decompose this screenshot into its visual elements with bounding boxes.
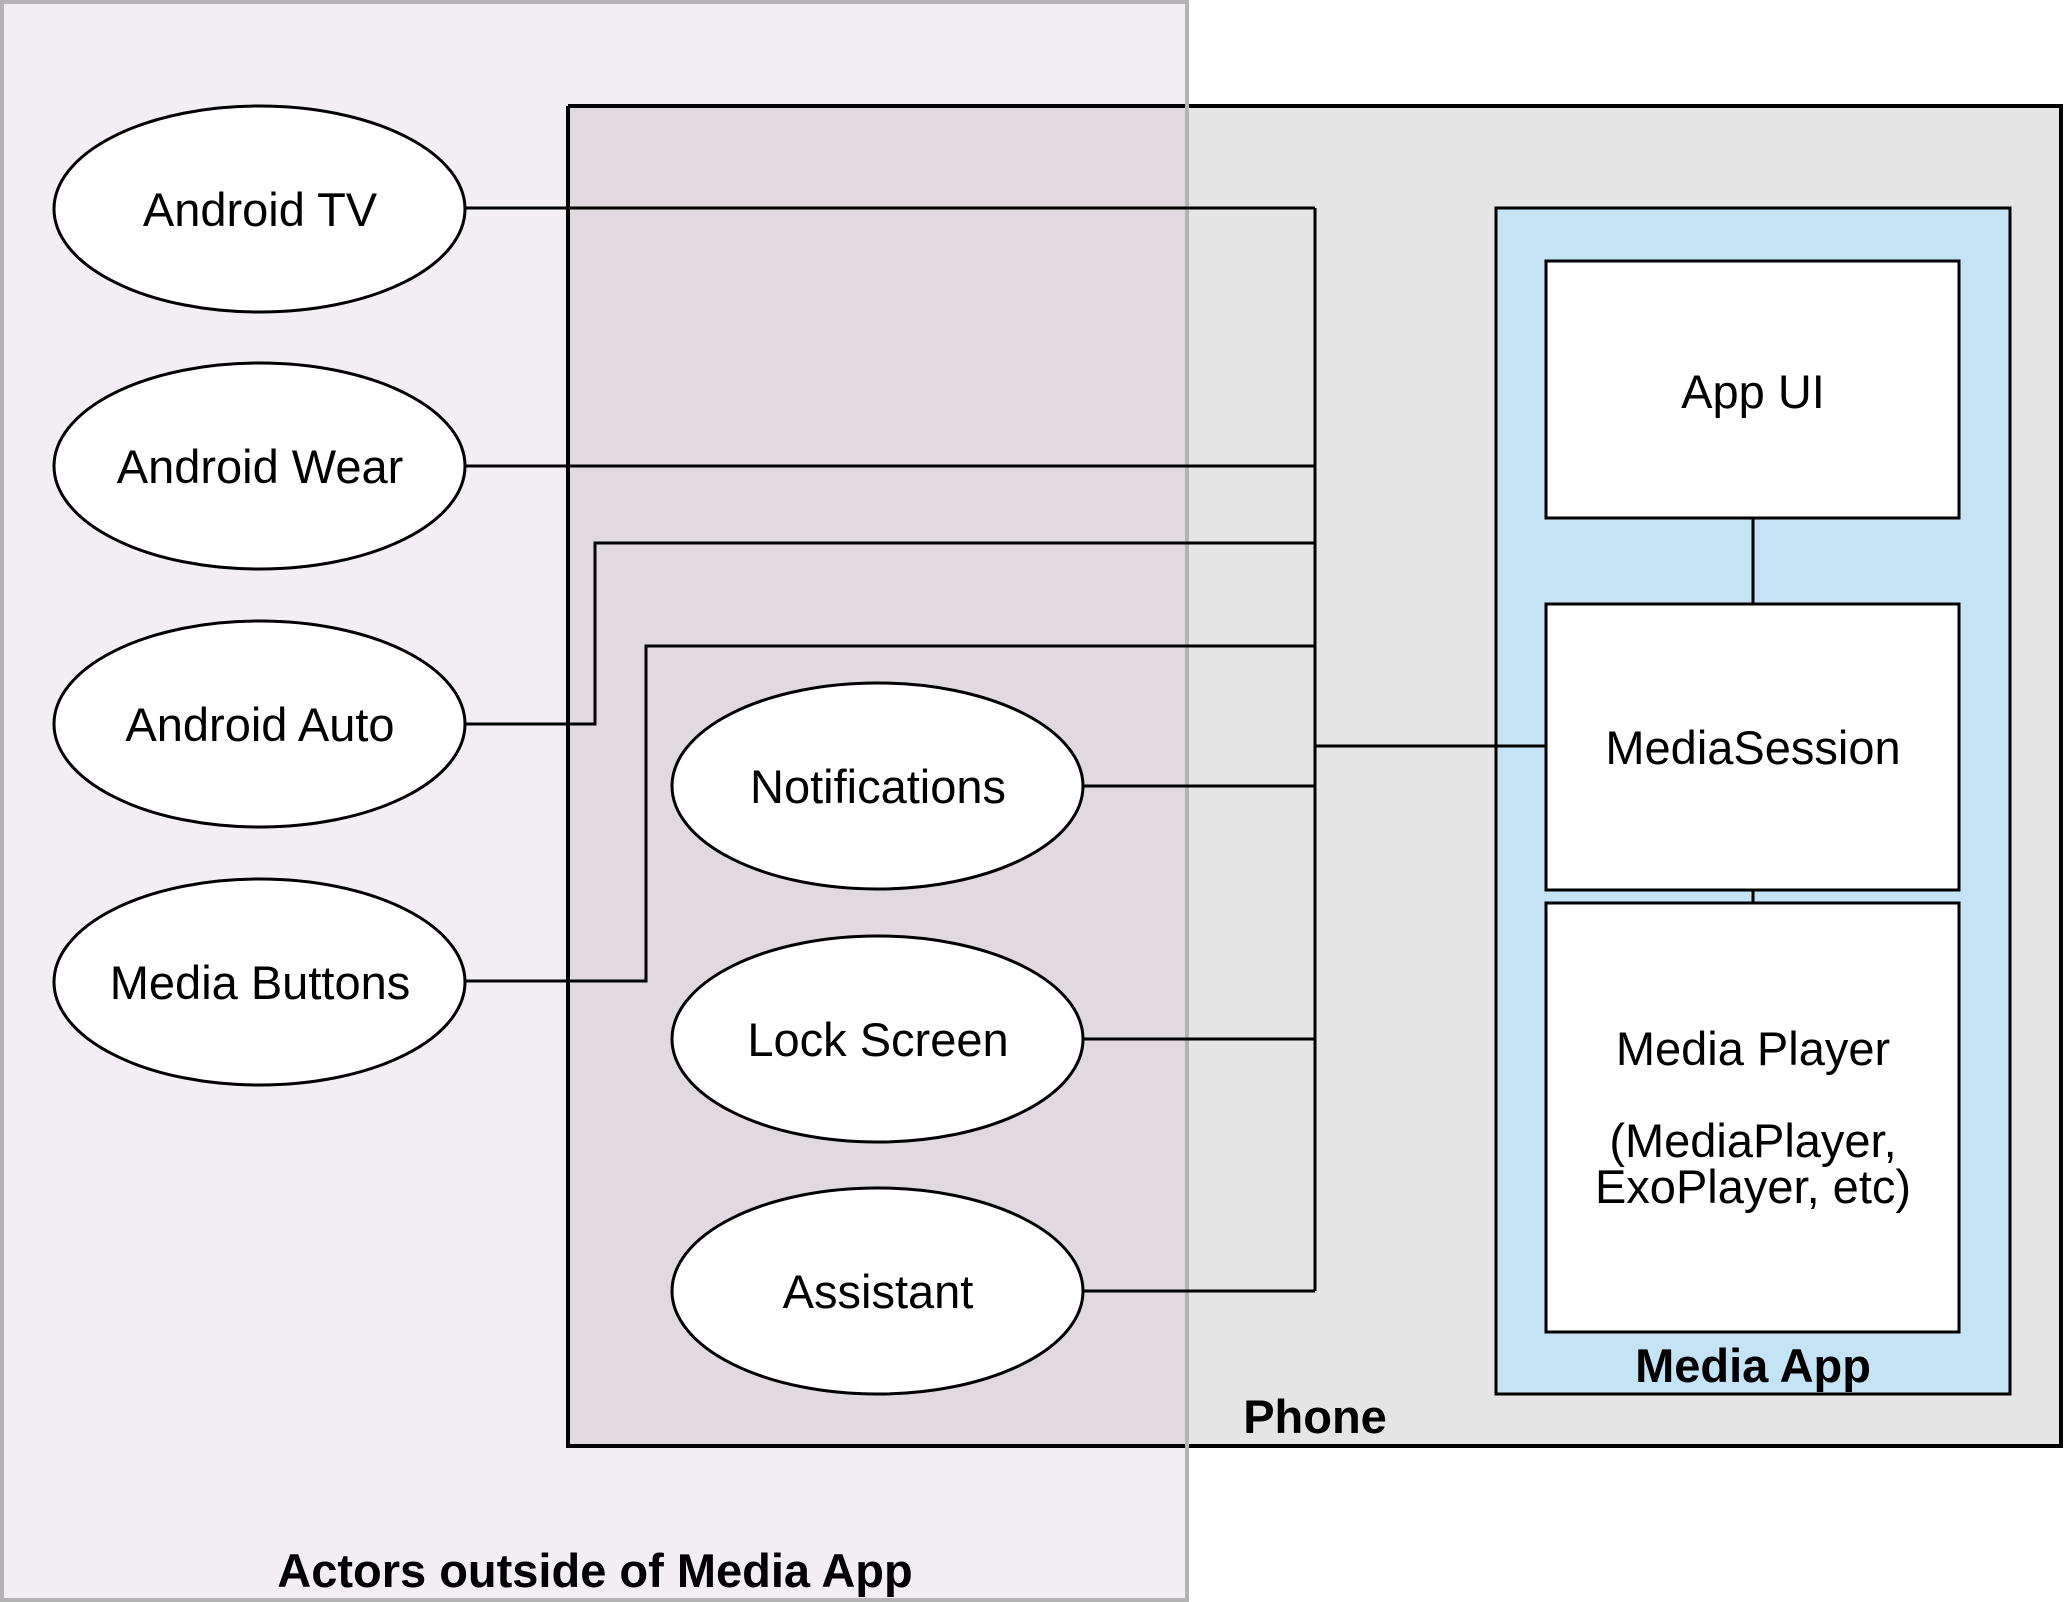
- android-tv-label: Android TV: [143, 183, 378, 236]
- android-wear-label: Android Wear: [117, 440, 404, 493]
- notifications-label: Notifications: [750, 760, 1006, 813]
- actors-outside-border: [0, 0, 1189, 1602]
- media-player-title: Media Player: [1616, 1022, 1890, 1075]
- media-player-subtitle-1: (MediaPlayer,: [1609, 1114, 1896, 1167]
- app-ui-label: App UI: [1681, 365, 1825, 418]
- phone-actor-assistant: Assistant: [670, 1186, 1085, 1396]
- media-session-label: MediaSession: [1605, 721, 1900, 774]
- media-app-label: Media App: [1635, 1339, 1871, 1392]
- media-session-box: MediaSession: [1544, 602, 1961, 892]
- assistant-label: Assistant: [783, 1265, 974, 1318]
- phone-label: Phone: [1243, 1390, 1387, 1443]
- media-buttons-label: Media Buttons: [110, 956, 410, 1009]
- external-actor-android-auto: Android Auto: [52, 619, 467, 829]
- phone-actor-lock-screen: Lock Screen: [670, 934, 1085, 1144]
- phone-border-overlap: [566, 104, 1187, 1448]
- media-player-box: Media Player (MediaPlayer, ExoPlayer, et…: [1544, 901, 1961, 1334]
- external-actor-android-wear: Android Wear: [52, 361, 467, 571]
- actors-outside-label: Actors outside of Media App: [277, 1544, 912, 1597]
- android-auto-label: Android Auto: [125, 698, 394, 751]
- phone-actor-notifications: Notifications: [670, 681, 1085, 891]
- connection-lines: [465, 206, 1755, 1293]
- external-actor-media-buttons: Media Buttons: [52, 877, 467, 1087]
- external-actor-android-tv: Android TV: [52, 104, 467, 314]
- lock-screen-label: Lock Screen: [747, 1013, 1008, 1066]
- app-ui-box: App UI: [1544, 259, 1961, 520]
- media-player-subtitle-2: ExoPlayer, etc): [1595, 1160, 1911, 1213]
